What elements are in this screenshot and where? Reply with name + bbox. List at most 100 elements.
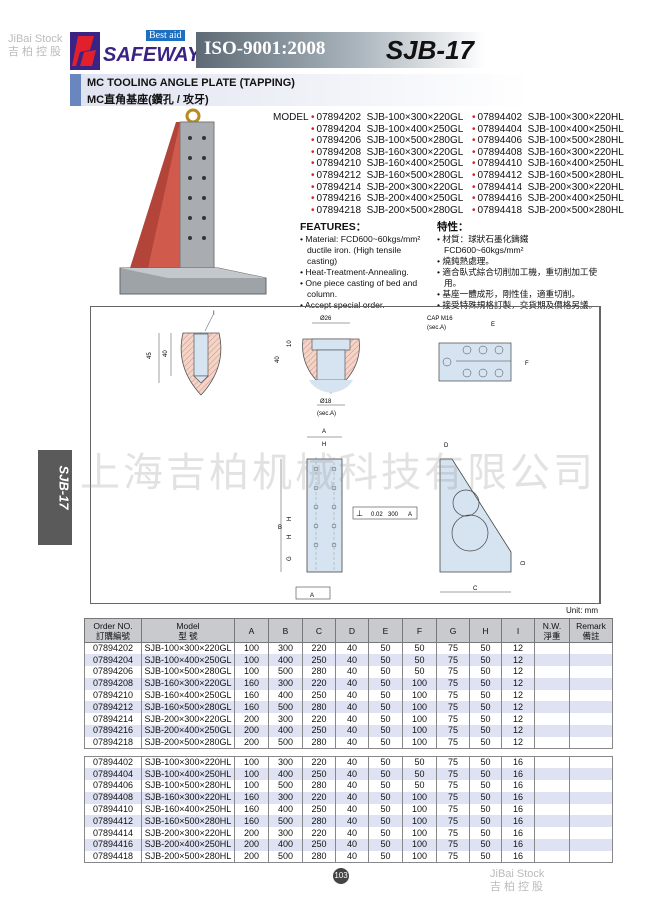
table-cell: 12 (501, 701, 535, 714)
table-cell: 100 (402, 689, 437, 702)
feature-text: Material: FCD600~60kgs/mm² ductile iron.… (305, 234, 421, 266)
table-cell: 40 (335, 827, 369, 840)
table-cell: 12 (501, 725, 535, 737)
table-cell: 07894410 (84, 803, 142, 816)
table-cell: 160 (234, 677, 269, 690)
feature-item: • 接受特殊規格訂製，交貨期及價格另議。 (437, 300, 607, 311)
bullet-icon: • (300, 300, 305, 310)
table-cell: 250 (302, 689, 336, 702)
table-cell: SJB-100×400×250HL (141, 768, 235, 781)
table-cell: 100 (402, 803, 437, 816)
table-cell: 50 (368, 701, 403, 714)
table-cell: 50 (368, 642, 403, 655)
column-header: N.W. 淨重 (534, 618, 570, 643)
table-cell: 250 (302, 654, 336, 667)
bullet-icon: • (311, 135, 315, 147)
top-view (438, 342, 512, 382)
table-cell: 100 (234, 756, 269, 769)
table-cell: SJB-100×300×220HL (141, 756, 235, 769)
safeway-logo: Best aid SAFEWAY (70, 30, 200, 70)
table-cell: SJB-160×500×280GL (141, 701, 235, 714)
table-cell (569, 736, 613, 750)
counterbore-section (302, 322, 360, 406)
table-cell: 40 (335, 713, 369, 726)
table-cell: 500 (268, 815, 303, 828)
bullet-icon: • (311, 193, 315, 205)
feature-item: • 材質：球狀石墨化鑄鐵FCD600~60kgs/mm² (437, 234, 607, 256)
table-cell: 300 (268, 713, 303, 726)
table-cell: SJB-100×400×250GL (141, 654, 235, 667)
table-cell (569, 850, 613, 864)
table-cell: 75 (436, 803, 470, 816)
page-number: 103 (333, 868, 349, 884)
table-cell: 200 (234, 736, 269, 750)
table-cell: 100 (402, 791, 437, 804)
table-cell (534, 677, 570, 690)
bullet-icon: • (311, 158, 315, 170)
model-text: 07894212 SJB-160×500×280GL (316, 169, 464, 181)
table-cell: 16 (501, 780, 535, 792)
bullet-icon: • (437, 234, 443, 244)
table-cell: 280 (302, 736, 336, 750)
table-cell: 400 (268, 768, 303, 781)
table-cell: 100 (402, 815, 437, 828)
table-cell: 40 (335, 701, 369, 714)
table-cell: 75 (436, 768, 470, 781)
iso-label: ISO-9001:2008 (204, 38, 326, 59)
table-cell: 40 (335, 791, 369, 804)
table-cell: 500 (268, 780, 303, 792)
model-item: •07894408 SJB-160×300×220HL (472, 147, 624, 159)
table-cell: 50 (368, 725, 403, 737)
table-cell: 50 (469, 850, 502, 864)
table-cell (534, 701, 570, 714)
table-cell (569, 677, 613, 690)
table-cell: 280 (302, 850, 336, 864)
features-title: FEATURES： (300, 221, 367, 233)
model-text: 07894404 SJB-100×400×250HL (477, 123, 624, 135)
bullet-icon: • (437, 256, 443, 266)
table-cell: 300 (268, 756, 303, 769)
feature-item: • 基座一體成形，剛性佳，適重切削。 (437, 289, 607, 300)
feature-text: 基座一體成形，剛性佳，適重切削。 (442, 289, 580, 299)
table-cell: 50 (368, 815, 403, 828)
table-cell: 250 (302, 839, 336, 851)
table-cell: 50 (402, 768, 437, 781)
table-cell: 50 (368, 839, 403, 851)
table-cell: SJB-160×300×220HL (141, 791, 235, 804)
table-cell: 100 (402, 736, 437, 750)
table-cell: 50 (402, 756, 437, 769)
model-text: 07894408 SJB-160×300×220HL (477, 146, 624, 158)
table-cell: 12 (501, 654, 535, 667)
table-cell: 07894412 (84, 815, 142, 828)
model-item: •07894214 SJB-200×300×220GL (311, 182, 463, 194)
feature-text: 接受特殊規格訂製，交貨期及價格另議。 (442, 300, 598, 310)
table-cell (569, 689, 613, 702)
table-cell: 50 (368, 689, 403, 702)
table-cell (534, 815, 570, 828)
dim-d18: Ø18 (320, 399, 332, 405)
table-cell: 100 (234, 666, 269, 678)
table-cell: 400 (268, 654, 303, 667)
dim-h3: H (287, 535, 293, 539)
column-header: A (234, 618, 269, 643)
column-header: B (268, 618, 303, 643)
table-cell (534, 642, 570, 655)
table-cell: 75 (436, 654, 470, 667)
table-cell: 280 (302, 666, 336, 678)
table-cell: 500 (268, 850, 303, 864)
table-cell (569, 642, 613, 655)
dim-10: 10 (287, 340, 293, 347)
bullet-icon: • (472, 181, 476, 193)
model-text: 07894210 SJB-160×400×250GL (316, 158, 464, 170)
table-cell: 75 (436, 725, 470, 737)
technical-drawing: 45 40 I Ø26 10 40 Ø18 (sec.A) CAP M16 (s… (90, 306, 601, 604)
feature-text: 材質：球狀石墨化鑄鐵FCD600~60kgs/mm² (442, 234, 529, 255)
